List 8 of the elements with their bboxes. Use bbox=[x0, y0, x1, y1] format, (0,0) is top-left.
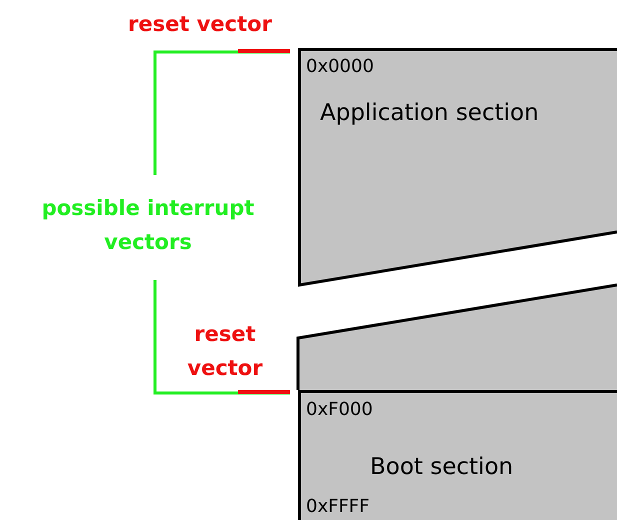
address-text: 0x0000 bbox=[306, 56, 374, 77]
section-title: Application section bbox=[320, 100, 539, 126]
address-text: 0xFFFF bbox=[306, 496, 370, 517]
reset-vector-label: reset vector bbox=[127, 11, 273, 38]
section-title: Boot section bbox=[370, 454, 514, 480]
reset-vector-label: reset vector bbox=[186, 321, 264, 382]
interrupt-vectors-label: possible interrupt vectors bbox=[40, 195, 256, 256]
address-text: 0xF000 bbox=[306, 399, 373, 420]
